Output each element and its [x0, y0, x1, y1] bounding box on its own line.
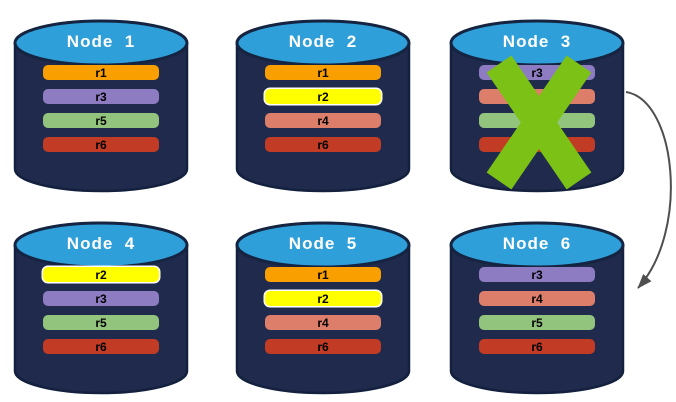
node-title: Node 4 [66, 234, 136, 253]
node-title: Node 3 [502, 32, 572, 51]
failure-x-icon [486, 55, 592, 190]
replica-bar-r2: r2 [265, 291, 381, 306]
replica-label: r2 [95, 267, 107, 282]
replica-bar-r5: r5 [43, 113, 159, 128]
node-title: Node 2 [288, 32, 358, 51]
replica-label: r2 [317, 291, 329, 306]
node-title: Node 1 [66, 32, 136, 51]
replica-bar-r2: r2 [265, 89, 381, 104]
replica-label: r6 [95, 339, 107, 354]
replica-bar-r6: r6 [43, 339, 159, 354]
replica-bar-r6: r6 [265, 339, 381, 354]
replica-list: r1 r2 r4 r6 [265, 267, 381, 354]
node-2: Node 2 r1 r2 r4 r6 [235, 10, 411, 193]
node-5: Node 5 r1 r2 r4 r6 [235, 212, 411, 395]
replica-label: r6 [317, 137, 329, 152]
replica-label: r4 [317, 113, 329, 128]
replica-bar-r6: r6 [479, 339, 595, 354]
replica-label: r6 [317, 339, 329, 354]
node-3: Node 3 r3 [449, 10, 625, 193]
replica-list: r2 r3 r5 r6 [43, 267, 159, 354]
replica-label: r2 [317, 89, 329, 104]
replica-label: r5 [531, 315, 543, 330]
replica-label: r3 [531, 267, 543, 282]
node-4: Node 4 r2 r3 r5 r6 [13, 212, 189, 395]
replica-bar-r5: r5 [43, 315, 159, 330]
replica-label: r5 [95, 315, 107, 330]
replica-bar-r5: r5 [479, 315, 595, 330]
replica-label: r3 [95, 89, 107, 104]
replica-label: r4 [531, 291, 543, 306]
node-1: Node 1 r1 r3 r5 r6 [13, 10, 189, 193]
replica-list: r3 r4 r5 r6 [479, 267, 595, 354]
replica-bar-r4: r4 [265, 315, 381, 330]
replica-label: r1 [317, 267, 329, 282]
replica-label: r6 [95, 137, 107, 152]
replica-label: r6 [531, 339, 543, 354]
node-title: Node 6 [502, 234, 572, 253]
replica-bar-r4: r4 [479, 291, 595, 306]
replica-bar-r1: r1 [265, 65, 381, 80]
node-title: Node 5 [288, 234, 358, 253]
replica-list: r1 r3 r5 r6 [43, 65, 159, 152]
replica-bar-r1: r1 [265, 267, 381, 282]
replica-bar-r1: r1 [43, 65, 159, 80]
replica-label: r4 [317, 315, 329, 330]
replica-bar-r3: r3 [43, 291, 159, 306]
replica-label: r5 [95, 113, 107, 128]
replica-label: r3 [95, 291, 107, 306]
replica-bar-r6: r6 [43, 137, 159, 152]
node-6: Node 6 r3 r4 r5 r6 [449, 212, 625, 395]
replica-label: r3 [531, 65, 543, 80]
replica-bar-r4: r4 [265, 113, 381, 128]
replica-label: r1 [317, 65, 329, 80]
replica-bar-r3: r3 [43, 89, 159, 104]
replica-bar-r2: r2 [43, 267, 159, 282]
replica-bar-r6: r6 [265, 137, 381, 152]
replica-list: r1 r2 r4 r6 [265, 65, 381, 152]
replica-label: r1 [95, 65, 107, 80]
replica-bar-r3: r3 [479, 267, 595, 282]
